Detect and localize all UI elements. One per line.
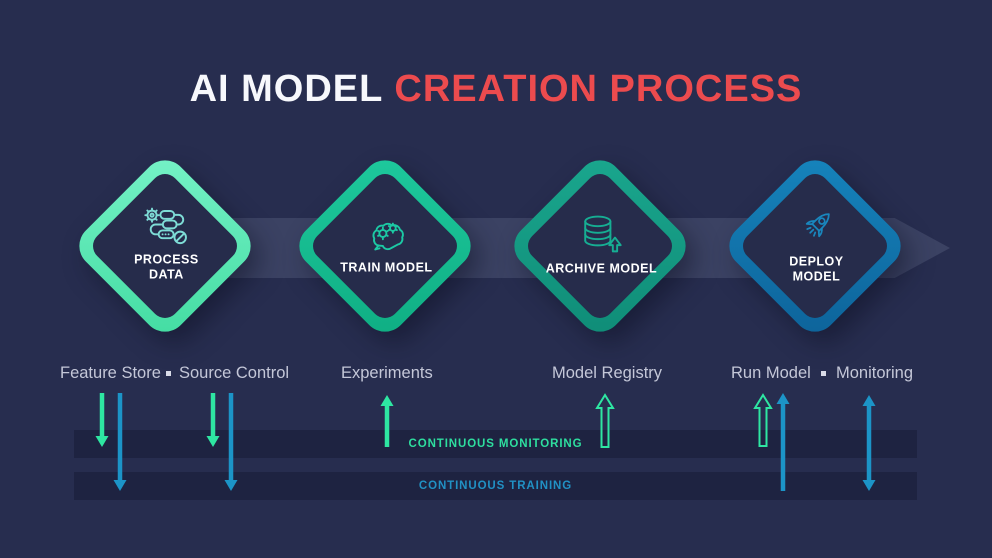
stage-label: ARCHIVE MODEL: [545, 261, 658, 276]
bullet-separator: [166, 371, 171, 376]
stage-label: DEPLOY MODEL: [789, 254, 844, 284]
diamond-shape: PROCESS DATA: [70, 151, 260, 341]
tool-label-experiments: Experiments: [341, 364, 433, 382]
continuous-training-bar: CONTINUOUS TRAINING: [74, 472, 917, 500]
stage-archive-model: ARCHIVE MODEL: [505, 151, 695, 341]
database-upload-icon: [584, 215, 622, 252]
title-part-main: AI MODEL: [189, 68, 384, 110]
tool-label-run-model: Run Model: [731, 364, 811, 382]
rocket-icon: [805, 213, 830, 238]
stage-label: TRAIN MODEL: [340, 260, 433, 275]
pipeline-gear-icon: [144, 207, 187, 245]
tool-label-feature-store: Feature Store: [60, 364, 161, 382]
continuous-training-label: CONTINUOUS TRAINING: [418, 480, 573, 492]
continuous-monitoring-label: CONTINUOUS MONITORING: [408, 438, 583, 450]
diamond-shape: ARCHIVE MODEL: [505, 151, 695, 341]
stage-train-model: TRAIN MODEL: [290, 151, 480, 341]
tool-label-model-registry: Model Registry: [552, 364, 663, 382]
page-title: AI MODEL CREATION PROCESS: [0, 68, 992, 111]
continuous-monitoring-bar: CONTINUOUS MONITORING: [74, 430, 917, 458]
bullet-separator: [821, 371, 826, 376]
tool-label-monitoring: Monitoring: [836, 364, 914, 382]
stage-label: PROCESS DATA: [134, 252, 199, 282]
tool-label-source-control: Source Control: [179, 364, 290, 382]
stage-process-data: PROCESS DATA: [70, 151, 260, 341]
stage-deploy-model: DEPLOY MODEL: [720, 151, 910, 341]
title-part-accent: CREATION PROCESS: [394, 68, 803, 110]
diamond-shape: DEPLOY MODEL: [720, 151, 910, 341]
diamond-shape: TRAIN MODEL: [290, 151, 480, 341]
brain-gears-icon: [372, 222, 404, 250]
